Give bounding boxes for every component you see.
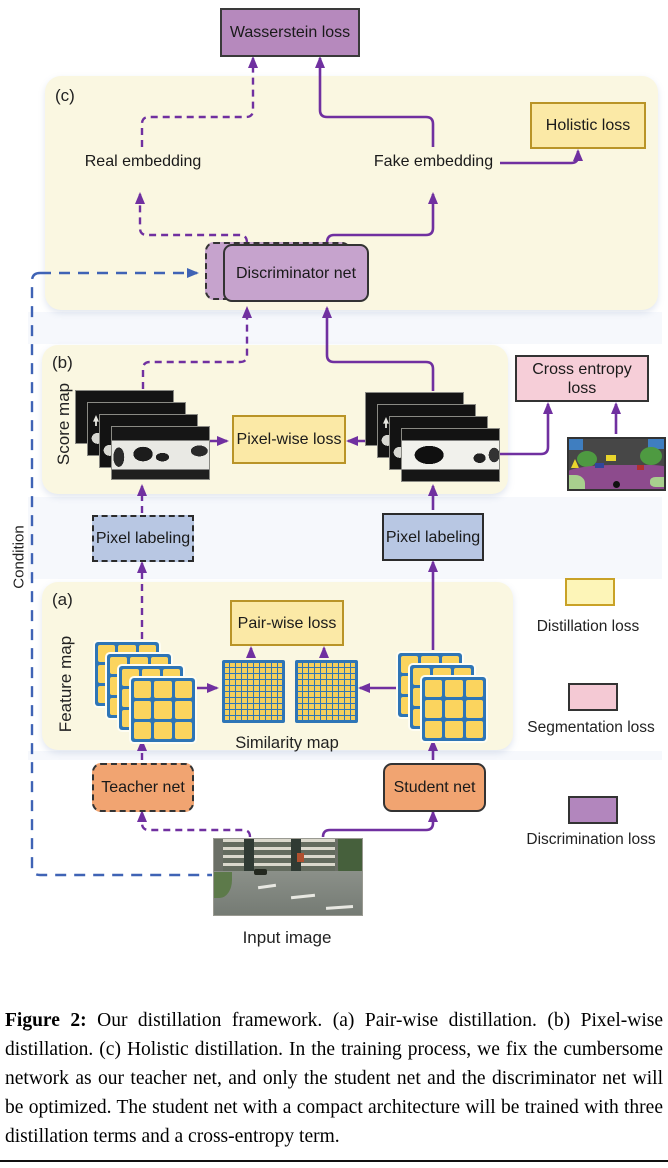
legend-discrimination-label: Discrimination loss [526, 831, 656, 848]
student-net-label: Student net [393, 779, 476, 796]
score-map-axis-label: Score map [54, 382, 73, 466]
student-feature-map-stack [398, 653, 486, 741]
score-map-image [401, 428, 500, 482]
holistic-loss-box: Holistic loss [530, 102, 646, 149]
seg-sidewalk [569, 475, 585, 489]
pixel-labeling-teacher-label: Pixel labeling [95, 530, 191, 547]
pixel-wise-loss-box: Pixel-wise loss [232, 415, 346, 464]
fake-embedding-label: Fake embedding [373, 153, 494, 170]
holistic-loss-label: Holistic loss [545, 117, 631, 134]
feature-map-grid [131, 678, 195, 742]
feature-map-axis-label: Feature map [56, 635, 75, 733]
discriminator-net-label: Discriminator net [235, 264, 357, 282]
seg-sign [606, 455, 616, 461]
student-net-box: Student net [383, 763, 486, 812]
bottom-rule [0, 1160, 668, 1162]
pixel-labeling-student-box: Pixel labeling [382, 513, 484, 561]
seg-sign [571, 459, 579, 468]
segmentation-gt-image [567, 437, 666, 491]
real-embedding-label: Real embedding [84, 153, 202, 170]
discriminator-net-box: Discriminator net [205, 242, 371, 302]
input-image [213, 838, 363, 916]
edge-input-to-student-net [321, 810, 438, 838]
input-banner [296, 852, 305, 862]
pair-wise-loss-box: Pair-wise loss [230, 600, 344, 646]
caption-figure-label: Figure 2: [5, 1010, 87, 1031]
cross-entropy-loss-label: Cross entropy loss [532, 360, 632, 397]
pixel-labeling-teacher-box: Pixel labeling [92, 515, 194, 562]
input-image-label: Input image [242, 928, 332, 947]
input-car [253, 869, 268, 876]
pixel-wise-loss-label: Pixel-wise loss [236, 431, 342, 448]
legend-segmentation-label: Segmentation loss [527, 719, 655, 736]
similarity-map-left [222, 660, 285, 723]
similarity-map-label: Similarity map [235, 734, 339, 752]
edge-input-to-teacher-net [137, 810, 252, 838]
pair-wise-loss-label: Pair-wise loss [237, 614, 337, 632]
teacher-score-map-stack [75, 390, 210, 480]
gap-band-3 [28, 751, 662, 760]
seg-car [637, 465, 644, 470]
legend-discrimination-swatch [568, 796, 618, 824]
seg-sidewalk [650, 477, 664, 487]
similarity-map-right [295, 660, 358, 723]
input-building [222, 839, 336, 873]
teacher-net-box: Teacher net [92, 763, 194, 812]
condition-label: Condition [10, 525, 28, 589]
figure-caption: Figure 2: Our distillation framework. (a… [0, 1006, 668, 1151]
gap-band-1 [28, 312, 662, 344]
pixel-labeling-student-label: Pixel labeling [385, 528, 481, 546]
seg-tree [577, 451, 597, 467]
panel-b-label: (b) [52, 353, 73, 372]
cross-entropy-loss-box: Cross entropy loss [515, 355, 649, 402]
input-grass [214, 872, 232, 899]
legend-distillation-swatch [565, 578, 615, 606]
seg-sky-patch [569, 439, 583, 450]
seg-sky-patch [648, 439, 664, 449]
seg-ego-dot [613, 481, 620, 488]
student-score-map-stack [365, 392, 500, 482]
wasserstein-loss-box: Wasserstein loss [220, 8, 360, 57]
seg-tree [640, 447, 662, 465]
teacher-feature-map-stack [95, 642, 195, 742]
feature-map-grid [422, 677, 486, 741]
caption-text: Our distillation framework. (a) Pair-wis… [5, 1010, 663, 1147]
score-map-image [111, 426, 210, 480]
input-building-column [243, 839, 254, 876]
panel-c-label: (c) [55, 86, 75, 105]
seg-car [595, 463, 604, 468]
input-building-column [290, 839, 302, 876]
panel-a-label: (a) [52, 590, 73, 609]
teacher-net-label: Teacher net [101, 779, 185, 796]
discriminator-solid-box: Discriminator net [223, 244, 369, 302]
wasserstein-loss-label: Wasserstein loss [229, 24, 351, 41]
legend-segmentation-swatch [568, 683, 618, 711]
legend-distillation-label: Distillation loss [536, 618, 640, 635]
